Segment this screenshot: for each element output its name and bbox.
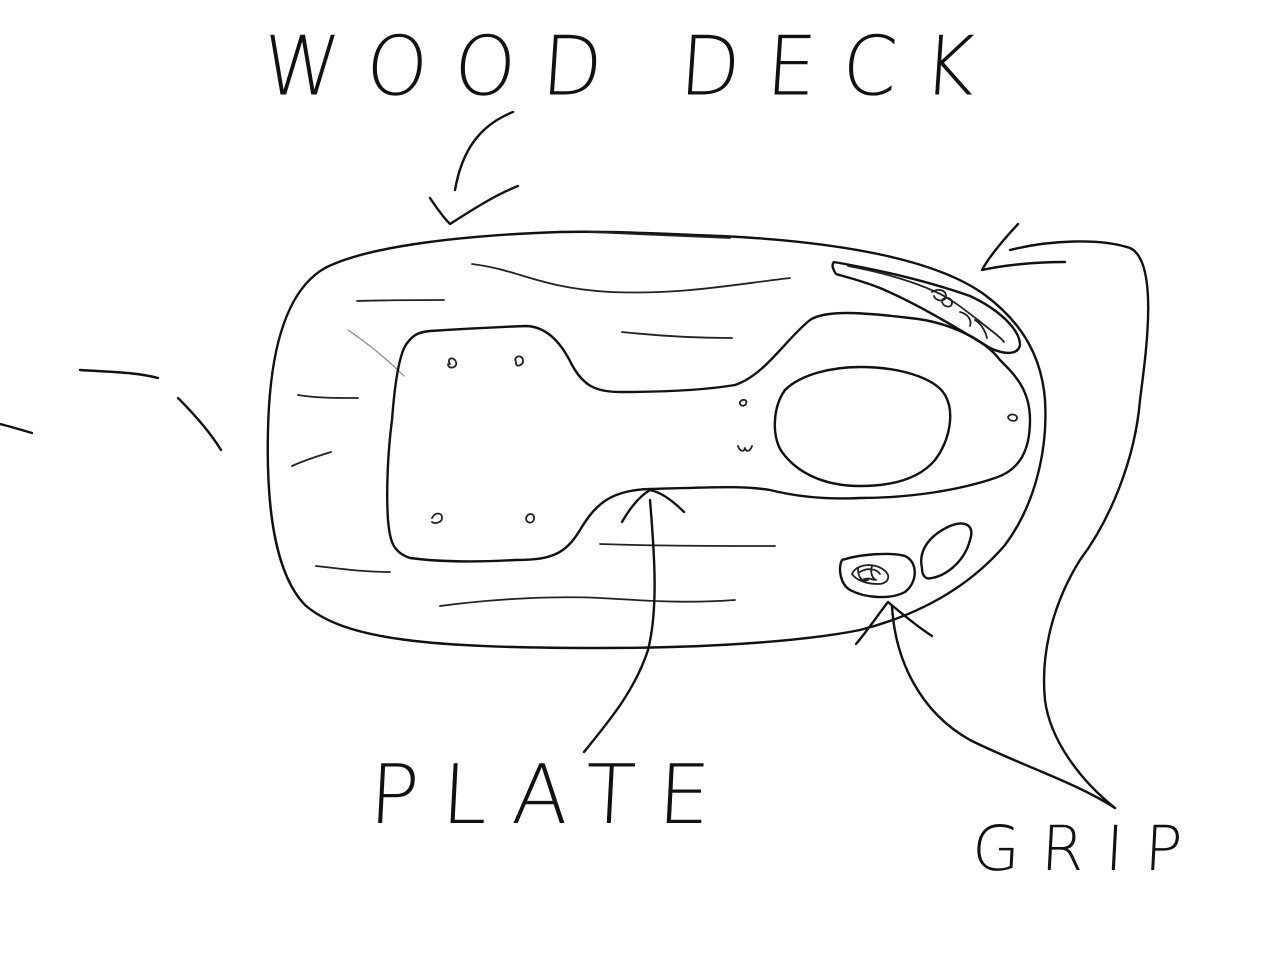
bolt: [431, 512, 443, 524]
wood-grain-line: [291, 451, 332, 467]
grip-top: [831, 260, 1022, 355]
grip-bottom-button: [838, 552, 916, 599]
grip-bottom-scribble: [851, 564, 890, 585]
deck-outline: [266, 230, 1047, 650]
motion-line: [78, 368, 160, 380]
wood-grain-line: [599, 543, 776, 547]
bolt: [514, 355, 524, 367]
wood-grain-line: [621, 331, 733, 339]
bolt: [737, 445, 753, 452]
bolt: [1007, 413, 1018, 422]
grip-bottom-arrow: [854, 600, 934, 646]
grip-top-arrow: [980, 222, 1067, 272]
wood-deck-label: WOOD DECK: [259, 20, 1005, 115]
grip-bottom-oval: [920, 522, 973, 580]
grip-top-texture: [847, 265, 1005, 343]
wood-grain-line: [471, 263, 791, 294]
motion-line: [176, 396, 223, 452]
plate-outline: [386, 311, 1032, 563]
wood-grain-line: [356, 299, 445, 302]
bolt-marks: [431, 355, 1018, 524]
bolt: [738, 398, 748, 407]
grip-pointer-line: [890, 604, 1117, 810]
wood-grain-line: [347, 329, 405, 377]
grip-pointer-line: [1008, 240, 1150, 810]
plate-cutout: [773, 365, 952, 488]
bolt: [525, 513, 535, 524]
plate-label: PLATE: [367, 748, 736, 843]
motion-line: [0, 422, 34, 435]
wood-grain-line: [297, 394, 359, 399]
plate-pointer-line: [582, 488, 686, 754]
wood-grain-line: [315, 565, 391, 573]
bolt: [447, 357, 458, 369]
deck-pointer-arrow: [428, 110, 520, 226]
grip-label: GRIP: [970, 812, 1206, 885]
wood-grain-line: [439, 596, 736, 607]
wood-grain-line: [589, 231, 731, 239]
